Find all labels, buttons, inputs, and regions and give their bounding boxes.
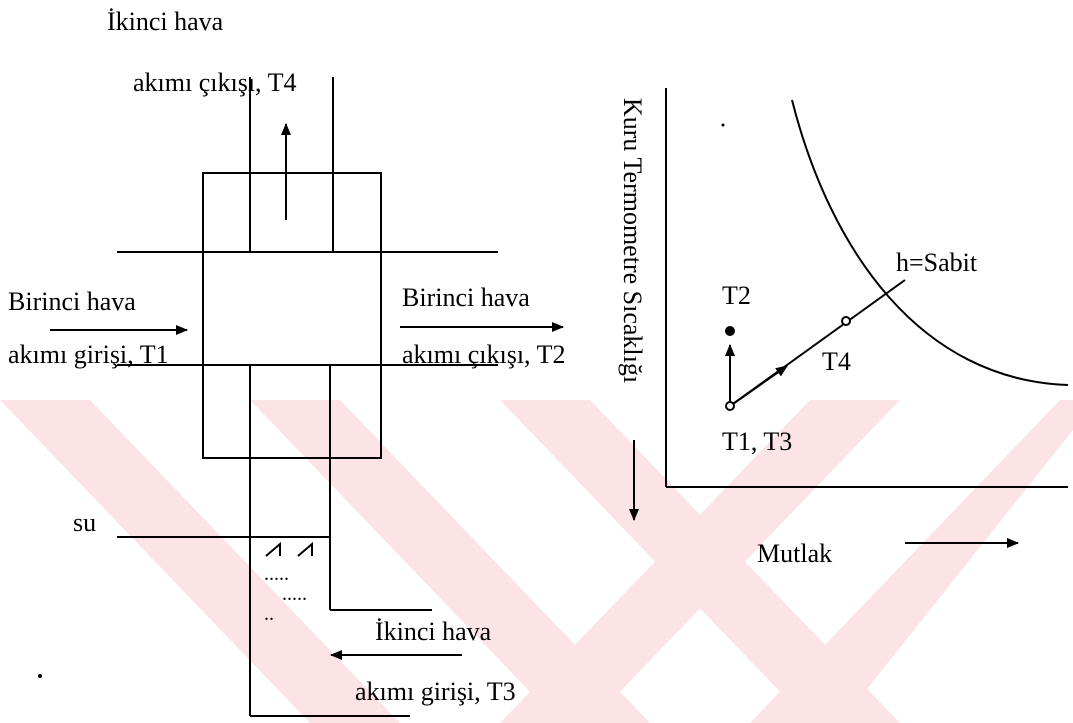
point-t4-label: T4 <box>822 347 851 376</box>
spray-nozzle-icon <box>265 541 313 557</box>
point-t2-dot <box>725 326 735 336</box>
heat-exchanger-schematic <box>38 77 564 717</box>
stray-dot-right <box>721 123 725 127</box>
psychrometric-sketch <box>629 88 1069 548</box>
process-arrow-marker <box>729 365 788 407</box>
secondary-inlet-label-line1: İkinci hava <box>375 617 492 646</box>
secondary-inlet-label-line2: akımı girişi, T3 <box>355 677 516 706</box>
point-t2-label: T2 <box>722 281 751 310</box>
exchanger-body <box>202 172 382 459</box>
primary-outlet-label-line1: Birinci hava <box>402 283 530 312</box>
water-label: su <box>73 508 96 537</box>
schematic-labels: İkinci hava akımı çıkışı, T4 Birinci hav… <box>8 7 565 706</box>
primary-outlet-label-line2: akımı çıkışı, T2 <box>402 340 565 369</box>
primary-inlet-label-line2: akımı girişi, T1 <box>8 340 169 369</box>
saturation-curve <box>791 99 1069 386</box>
y-axis-label: Kuru Termometre Sıcaklığı <box>618 98 647 383</box>
enthalpy-label: h=Sabit <box>896 248 978 277</box>
psychrometric-labels: Kuru Termometre Sıcaklığı Mutlak h=Sabit… <box>618 98 978 568</box>
water-drops-row1: ..... <box>264 563 289 585</box>
primary-inlet-label-line1: Birinci hava <box>8 287 136 316</box>
stray-dot <box>38 674 42 678</box>
background-watermark <box>0 400 1073 723</box>
water-drops-row3: .. <box>264 603 274 625</box>
secondary-outlet-label-line2: akımı çıkışı, T4 <box>133 68 296 97</box>
x-axis-label: Mutlak <box>757 539 832 568</box>
secondary-outlet-label-line1: İkinci hava <box>107 7 224 36</box>
water-drops-row2: ..... <box>282 583 307 605</box>
point-t1-t3-dot <box>725 401 735 411</box>
point-t4-dot <box>841 316 851 326</box>
point-t1-t3-label: T1, T3 <box>722 427 792 456</box>
